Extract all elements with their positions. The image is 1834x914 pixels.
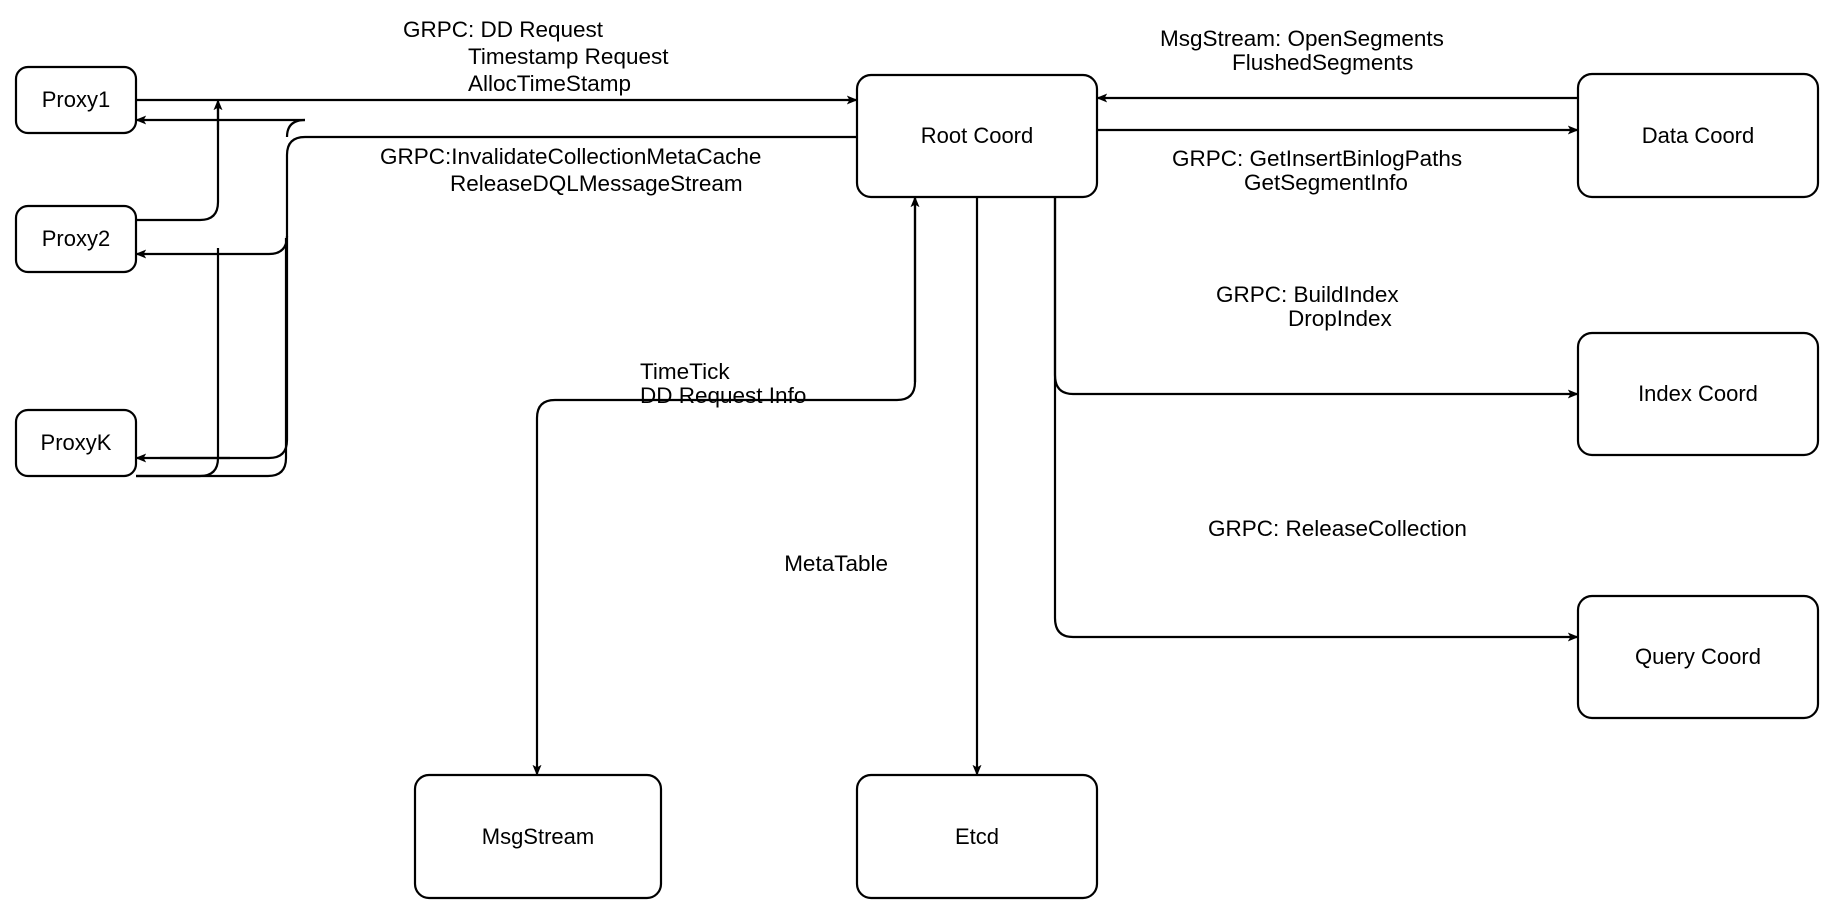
node-indexcoord-label: Index Coord <box>1638 381 1758 406</box>
node-msgstream-label: MsgStream <box>482 824 594 849</box>
node-etcd-label: Etcd <box>955 824 999 849</box>
edge-label-line: GRPC: ReleaseCollection <box>1208 516 1467 541</box>
node-indexcoord[interactable]: Index Coord <box>1576 331 1820 457</box>
node-proxy2-label: Proxy2 <box>42 226 110 251</box>
node-querycoord-label: Query Coord <box>1635 644 1761 669</box>
edge-label-line: GRPC: GetInsertBinlogPaths <box>1172 146 1462 171</box>
edge-rootcoord-to-msgstream <box>532 197 917 776</box>
node-indexcoord-box[interactable] <box>1576 331 1820 457</box>
edge-label-line: DD Request Info <box>640 383 806 408</box>
node-etcd[interactable]: Etcd <box>855 773 1099 900</box>
edge-label-line: AllocTimeStamp <box>468 71 631 96</box>
edge-proxyk-riser-up <box>136 248 220 478</box>
node-etcd-box[interactable] <box>855 773 1099 900</box>
edge-label-line: GRPC: DD Request <box>403 17 604 42</box>
edge-label-line: ReleaseDQLMessageStream <box>450 171 743 196</box>
edge-label-rootcoord-to-indexcoord: GRPC: BuildIndex DropIndex <box>1216 282 1399 331</box>
node-querycoord[interactable]: Query Coord <box>1576 594 1820 720</box>
edge-label-line: DropIndex <box>1288 306 1393 331</box>
edge-label-line: GRPC:InvalidateCollectionMetaCache <box>380 144 761 169</box>
node-msgstream-box[interactable] <box>413 773 663 900</box>
node-proxy1-box[interactable] <box>14 65 138 135</box>
edge-label-rootcoord-to-msgstream: TimeTick DD Request Info <box>640 359 806 408</box>
node-datacoord-label: Data Coord <box>1642 123 1755 148</box>
edge-label-datacoord-to-rootcoord: MsgStream: OpenSegments FlushedSegments <box>1160 26 1444 75</box>
node-datacoord-box[interactable] <box>1576 72 1820 199</box>
node-proxyk[interactable]: ProxyK <box>14 408 138 478</box>
edge-label-line: MsgStream: OpenSegments <box>1160 26 1444 51</box>
node-proxyk-label: ProxyK <box>41 430 112 455</box>
edge-proxyk-riser <box>136 238 288 478</box>
edge-label-line: FlushedSegments <box>1232 50 1413 75</box>
node-proxyk-box[interactable] <box>14 408 138 478</box>
node-proxy1-label: Proxy1 <box>42 87 110 112</box>
node-proxy1[interactable]: Proxy1 <box>14 65 138 135</box>
edge-label-rootcoord-to-datacoord: GRPC: GetInsertBinlogPaths GetSegmentInf… <box>1172 146 1462 195</box>
node-rootcoord-box[interactable] <box>855 73 1099 199</box>
edge-rootcoord-to-querycoord <box>1053 197 1579 642</box>
node-querycoord-box[interactable] <box>1576 594 1820 720</box>
node-rootcoord[interactable]: Root Coord <box>855 73 1099 199</box>
edge-label-line: TimeTick <box>640 359 730 384</box>
edge-label-rootcoord-to-etcd: MetaTable <box>784 551 888 576</box>
node-proxy2[interactable]: Proxy2 <box>14 204 138 274</box>
edge-label-line: MetaTable <box>784 551 888 576</box>
edge-label-line: Timestamp Request <box>468 44 669 69</box>
edge-label-rootcoord-to-proxy: GRPC:InvalidateCollectionMetaCache Relea… <box>380 144 761 196</box>
edge-label-line: GRPC: BuildIndex <box>1216 282 1399 307</box>
edge-rootcoord-to-proxy1-bend <box>285 118 306 138</box>
edge-label-proxy-to-rootcoord: GRPC: DD Request Timestamp Request Alloc… <box>403 17 669 96</box>
edge-label-rootcoord-to-querycoord: GRPC: ReleaseCollection <box>1208 516 1467 541</box>
edge-proxy2-riser <box>136 104 220 222</box>
node-datacoord[interactable]: Data Coord <box>1576 72 1820 199</box>
edge-rootcoord-to-proxies-trunk <box>160 135 857 460</box>
edge-label-line: GetSegmentInfo <box>1244 170 1408 195</box>
edge-rootcoord-to-proxy2-bend <box>268 235 289 256</box>
node-msgstream[interactable]: MsgStream <box>413 773 663 900</box>
node-proxy2-box[interactable] <box>14 204 138 274</box>
node-rootcoord-label: Root Coord <box>921 123 1034 148</box>
